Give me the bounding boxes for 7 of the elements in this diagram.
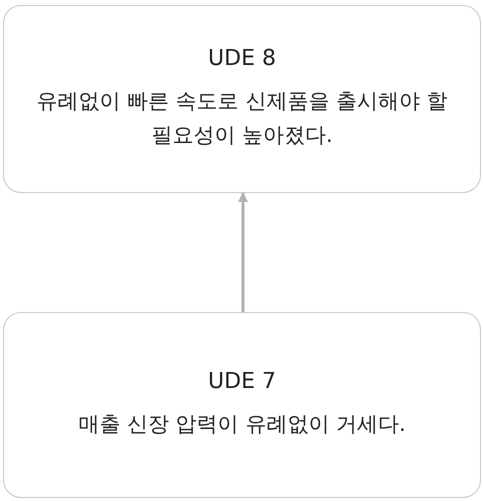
box-text: 매출 신장 압력이 유례없이 거세다. (78, 410, 406, 438)
arrow (238, 192, 248, 312)
box-heading: UDE 8 (208, 46, 276, 71)
box-text: 유례없이 빠른 속도로 신제품을 출시해야 할 필요성이 높아졌다. (35, 88, 449, 148)
box-heading: UDE 7 (208, 368, 276, 394)
process-box (3, 312, 481, 498)
process-box (3, 5, 481, 193)
